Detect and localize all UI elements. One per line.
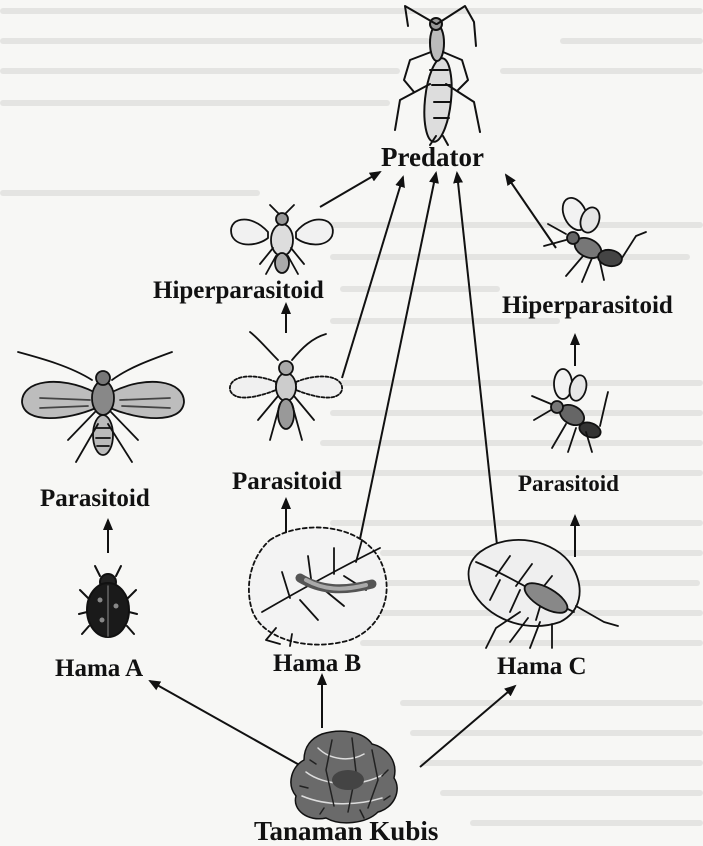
moth-on-leaf-icon bbox=[468, 540, 618, 648]
arrow-hiperparasitoid-right-to-predator bbox=[506, 175, 556, 248]
arrow-kubis-to-hama-c bbox=[420, 686, 515, 767]
arrow-parasitoid-b-to-predator bbox=[342, 177, 403, 378]
hiperparasitoid-right-label: Hiperparasitoid bbox=[502, 293, 673, 318]
beetle-icon bbox=[79, 566, 137, 637]
caterpillar-on-leaf-icon bbox=[249, 527, 387, 646]
arrow-hiperparasitoid-left-to-predator bbox=[320, 172, 380, 207]
winged-wasp-icon bbox=[532, 369, 608, 452]
wasp-icon bbox=[230, 332, 342, 440]
small-wasp-icon bbox=[231, 205, 333, 274]
cabbage-icon bbox=[291, 731, 397, 823]
hiperparasitoid-left-label: Hiperparasitoid bbox=[153, 278, 324, 303]
parasitoid-c-label: Parasitoid bbox=[518, 472, 619, 495]
arrow-hama-b-to-predator bbox=[360, 173, 436, 539]
hama-b-label: Hama B bbox=[273, 651, 361, 676]
tanaman-kubis-label: Tanaman Kubis bbox=[254, 818, 438, 845]
parasitoid-a-label: Parasitoid bbox=[40, 486, 150, 511]
predator-label: Predator bbox=[381, 144, 484, 171]
hama-c-label: Hama C bbox=[497, 654, 587, 679]
wasp-icon bbox=[18, 352, 184, 462]
arrow-hama-c-to-predator bbox=[457, 173, 497, 545]
mantis-icon bbox=[395, 6, 480, 145]
hama-a-label: Hama A bbox=[55, 656, 143, 681]
arrow-kubis-to-hama-a bbox=[150, 681, 303, 767]
parasitoid-b-label: Parasitoid bbox=[232, 469, 342, 494]
winged-wasp-icon bbox=[544, 194, 646, 282]
